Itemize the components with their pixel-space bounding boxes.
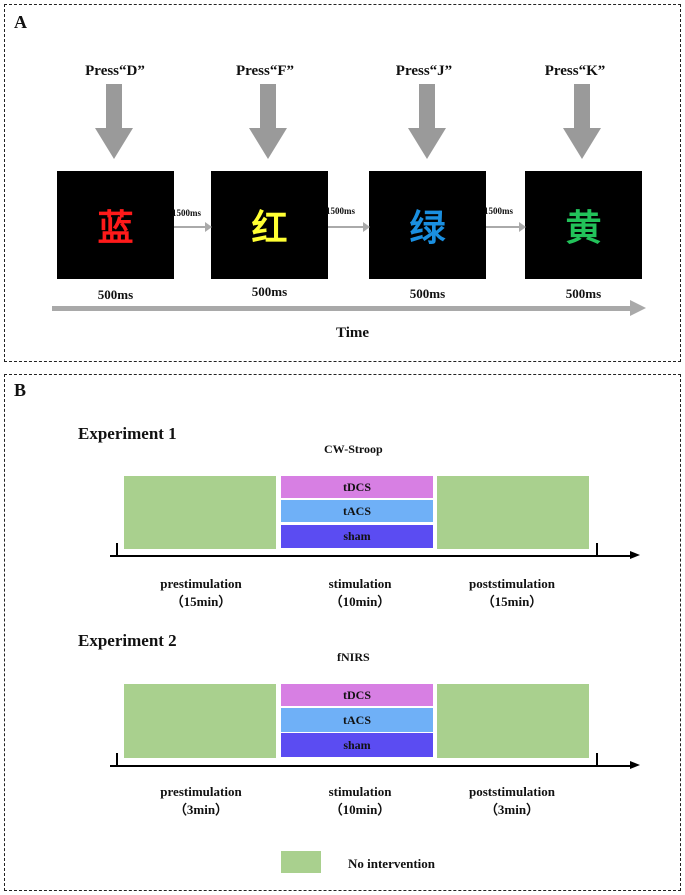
experiment-1-task: CW-Stroop (324, 442, 383, 456)
interval-label: 1500ms (326, 206, 355, 216)
stimulus-character: 黄 (565, 208, 602, 249)
down-arrow-icon (95, 84, 133, 159)
tdcs-condition: tDCS (281, 476, 433, 499)
interval-label: 1500ms (484, 206, 513, 216)
no-intervention-block (437, 684, 589, 758)
duration-label: 500ms (409, 286, 446, 301)
down-arrow-icon (563, 84, 601, 159)
timeline-tick (596, 543, 598, 555)
timeline-tick (116, 543, 118, 555)
experiment-2-title: Experiment 2 (78, 631, 177, 650)
experiment-1-title: Experiment 1 (78, 424, 177, 443)
stimulus-screen-3: 绿 (369, 171, 486, 279)
down-arrow-icon (249, 84, 287, 159)
time-arrow-icon (52, 300, 646, 316)
panel-b (4, 374, 681, 891)
legend-swatch (281, 851, 321, 873)
experiment-2-task: fNIRS (337, 650, 370, 664)
interval-label: 1500ms (172, 208, 201, 218)
phase-label-post: poststimulation（15min） (469, 576, 555, 609)
stimulus-character: 蓝 (97, 208, 134, 249)
timeline-tick (596, 753, 598, 765)
panel-b-label: B (14, 380, 27, 400)
time-label: Time (336, 325, 370, 341)
press-key-j-label: Press“J” (395, 63, 453, 79)
experiment-2-timeline (110, 762, 640, 768)
down-arrow-icon (408, 84, 446, 159)
stimulus-screen-1: 蓝 (57, 171, 174, 279)
stimulus-character: 绿 (409, 208, 446, 249)
stimulus-screen-2: 红 (211, 171, 328, 279)
phase-label-post: poststimulation（3min） (469, 784, 555, 817)
no-intervention-block (124, 476, 276, 549)
interval-arrow-icon (174, 222, 212, 232)
phase-label-pre: prestimulation（3min） (160, 784, 242, 817)
phase-label-stim: stimulation（10min） (328, 784, 392, 817)
experiment-1-timeline (110, 552, 640, 558)
legend-label: No intervention (348, 856, 436, 871)
duration-label: 500ms (565, 286, 602, 301)
sham-condition: sham (281, 525, 433, 549)
stimulus-screen-4: 黄 (525, 171, 642, 279)
duration-label: 500ms (97, 287, 134, 302)
panel-a-label: A (14, 12, 27, 32)
interval-arrow-icon (486, 222, 526, 232)
sham-condition: sham (281, 733, 433, 758)
phase-label-stim: stimulation（10min） (328, 576, 392, 609)
interval-arrow-icon (328, 222, 370, 232)
tdcs-condition: tDCS (281, 684, 433, 707)
no-intervention-block (437, 476, 589, 549)
tacs-condition: tACS (281, 708, 433, 733)
timeline-tick (116, 753, 118, 765)
press-key-k-label: Press“K” (544, 63, 606, 79)
panel-a (4, 4, 681, 362)
press-key-d-label: Press“D” (85, 63, 145, 79)
stimulus-character: 红 (251, 208, 288, 249)
phase-label-pre: prestimulation（15min） (160, 576, 242, 609)
tacs-condition: tACS (281, 500, 433, 523)
duration-label: 500ms (251, 284, 288, 299)
no-intervention-block (124, 684, 276, 758)
press-key-f-label: Press“F” (235, 63, 295, 79)
